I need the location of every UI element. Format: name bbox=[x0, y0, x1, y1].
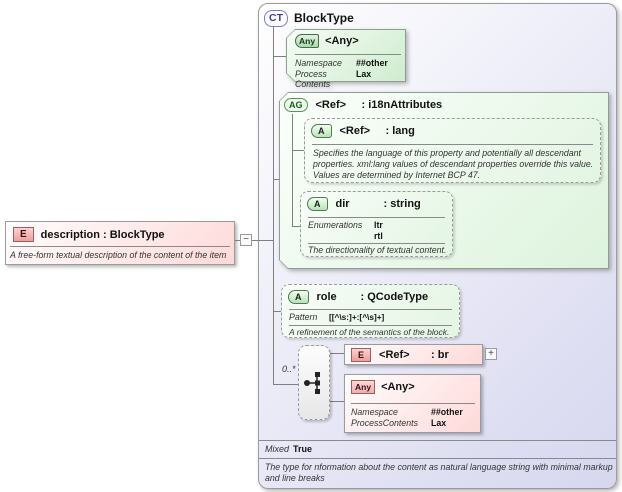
attribute-role-node[interactable]: A role : QCodeType Pattern [[^\s:]+:[^\s… bbox=[281, 284, 460, 338]
wildcard-any-bottom-node[interactable]: Any <Any> Namespace ##other ProcessConte… bbox=[344, 374, 481, 433]
connector-stub-br bbox=[330, 353, 344, 354]
divider bbox=[259, 440, 616, 441]
connector-trunk bbox=[273, 27, 274, 384]
connector-stub-group bbox=[273, 384, 298, 385]
any-icon: Any bbox=[295, 34, 320, 48]
complextype-doc: The type for nformation about the conten… bbox=[265, 462, 613, 483]
connector-ag-trunk bbox=[292, 114, 293, 227]
attribute-dir-node[interactable]: A dir : string Enumerations ltr rtl The … bbox=[300, 191, 453, 257]
complextype-title: BlockType bbox=[294, 11, 354, 25]
connector-stub-role bbox=[273, 311, 281, 312]
element-br-node[interactable]: E <Ref> : br bbox=[344, 344, 483, 365]
element-description-node[interactable]: E description : BlockType A free-form te… bbox=[5, 221, 235, 265]
divider bbox=[289, 309, 452, 310]
choice-group-node[interactable] bbox=[298, 345, 330, 420]
attribute-group-icon: AG bbox=[284, 98, 308, 112]
attr-dir-doc: The directionality of textual content. bbox=[308, 245, 447, 255]
divider bbox=[351, 403, 475, 404]
collapse-toggle[interactable]: − bbox=[240, 234, 252, 246]
enum-value: ltr bbox=[374, 220, 383, 230]
choice-icon bbox=[304, 371, 320, 394]
divider bbox=[312, 144, 593, 145]
complextype-blocktype-node[interactable]: CT BlockType Any <Any> Namespace ##other… bbox=[258, 3, 617, 489]
connector-stub-lang bbox=[292, 150, 304, 151]
ag-name: <Ref> bbox=[315, 99, 347, 111]
ag-type: : i18nAttributes bbox=[361, 99, 443, 111]
prop-label: Namespace bbox=[351, 407, 398, 417]
element-description-doc: A free-form textual description of the c… bbox=[10, 250, 227, 260]
attribute-lang-node[interactable]: A <Ref> : lang Specifies the language of… bbox=[304, 118, 601, 183]
connector-description-to-type bbox=[235, 240, 273, 241]
connector-stub-any bbox=[273, 56, 286, 57]
cardinality-label: 0..* bbox=[282, 364, 296, 374]
attribute-icon: A bbox=[307, 197, 328, 211]
element-description-title: description : BlockType bbox=[40, 228, 165, 241]
mixed-value: True bbox=[293, 444, 313, 454]
any-top-title: <Any> bbox=[325, 35, 359, 47]
divider bbox=[308, 217, 445, 218]
attr-lang-name: <Ref> bbox=[339, 125, 371, 137]
divider bbox=[308, 243, 445, 244]
connector-stub-anybottom bbox=[330, 401, 344, 402]
attr-role-type: : QCodeType bbox=[360, 291, 429, 303]
divider bbox=[289, 325, 452, 326]
prop-value: ##other bbox=[431, 407, 463, 417]
element-br-type: : br bbox=[431, 349, 449, 361]
prop-label: ProcessContents bbox=[351, 418, 418, 428]
attribute-icon: A bbox=[288, 290, 309, 304]
prop-label: Process Contents bbox=[295, 69, 331, 89]
pattern-label: Pattern bbox=[289, 312, 318, 322]
attribute-icon: A bbox=[311, 124, 332, 138]
connector-stub-dir bbox=[292, 226, 300, 227]
attr-lang-type: : lang bbox=[385, 125, 415, 137]
attr-dir-name: dir bbox=[335, 198, 350, 210]
divider bbox=[295, 54, 401, 55]
mixed-label: Mixed bbox=[265, 444, 290, 454]
element-br-name: <Ref> bbox=[379, 349, 410, 361]
attr-lang-doc: Specifies the language of this property … bbox=[313, 148, 594, 180]
divider bbox=[10, 246, 230, 247]
attr-role-doc: A refinement of the semantics of the blo… bbox=[289, 327, 450, 337]
attributegroup-i18n-node[interactable]: AG <Ref> : i18nAttributes A <Ref> : lang… bbox=[279, 92, 609, 269]
element-icon: E bbox=[13, 227, 34, 242]
enum-label: Enumerations bbox=[308, 220, 363, 230]
any-bottom-title: <Any> bbox=[381, 381, 415, 393]
connector-stub-ag bbox=[273, 179, 279, 180]
enum-value: rtl bbox=[374, 231, 383, 241]
prop-value: Lax bbox=[356, 69, 372, 79]
prop-value: ##other bbox=[356, 58, 388, 68]
prop-label: Namespace bbox=[295, 58, 342, 68]
attr-dir-type: : string bbox=[383, 198, 421, 210]
any-icon: Any bbox=[351, 380, 376, 394]
attr-role-name: role bbox=[316, 291, 337, 303]
divider bbox=[259, 458, 616, 459]
pattern-value: [[^\s:]+:[^\s]+] bbox=[329, 312, 385, 322]
complextype-icon: CT bbox=[264, 10, 288, 27]
wildcard-any-top-node[interactable]: Any <Any> Namespace ##other Process Cont… bbox=[286, 29, 406, 89]
expand-toggle[interactable]: + bbox=[485, 348, 497, 360]
prop-value: Lax bbox=[431, 418, 447, 428]
element-icon: E bbox=[351, 348, 372, 362]
